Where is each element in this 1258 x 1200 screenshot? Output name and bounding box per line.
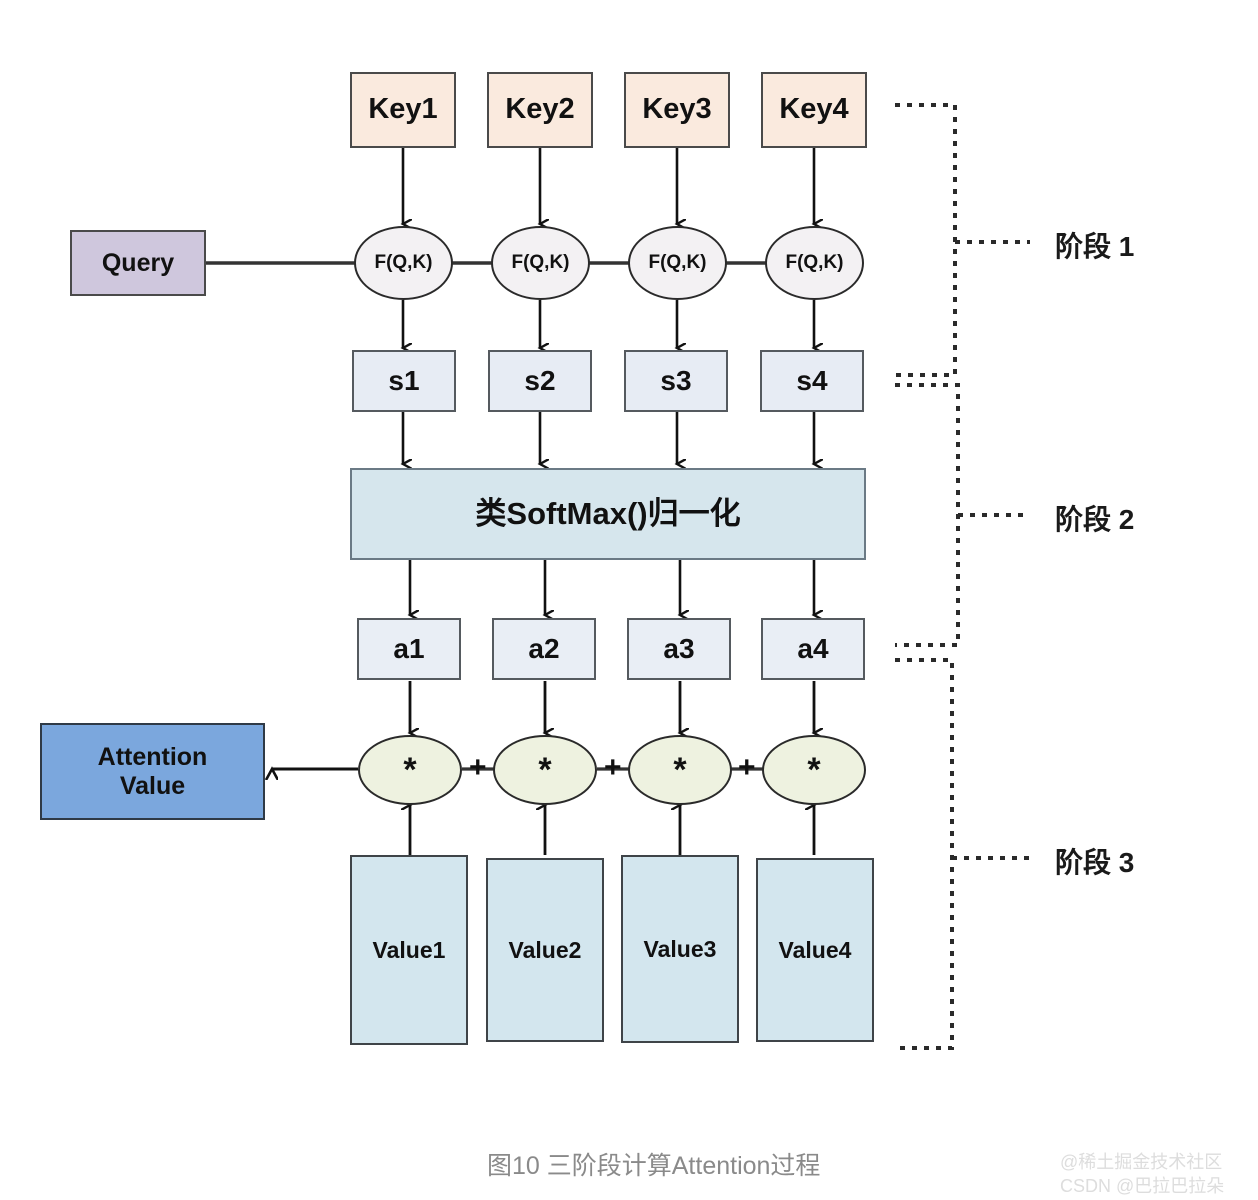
weight-box-1: a1 xyxy=(357,618,461,680)
similarity-function-2: F(Q,K) xyxy=(491,226,590,300)
similarity-function-label: F(Q,K) xyxy=(648,252,707,273)
weight-label: a4 xyxy=(797,632,829,664)
softmax-to-weight-arrows xyxy=(410,560,814,615)
query-label: Query xyxy=(101,248,175,277)
watermark: @稀土掘金技术社区 CSDN @巴拉巴拉朵 xyxy=(1060,1150,1224,1199)
figure-caption: 图10 三阶段计算Attention过程 xyxy=(487,1146,820,1182)
similarity-function-label: F(Q,K) xyxy=(511,252,570,273)
score-box-2: s2 xyxy=(488,350,592,412)
stage-label-text: 阶段 2 xyxy=(1055,504,1135,535)
similarity-function-1: F(Q,K) xyxy=(354,226,453,300)
attention-value-line2: Value xyxy=(119,771,186,800)
value-box-3: Value3 xyxy=(621,855,739,1043)
key-label: Key1 xyxy=(368,93,438,126)
stage-2-bracket xyxy=(895,383,1030,647)
key-box-1: Key1 xyxy=(350,72,456,148)
multiply-node-1: * xyxy=(358,735,462,805)
score-label: s4 xyxy=(796,364,828,396)
value-label: Value4 xyxy=(778,936,852,963)
watermark-line-1: @稀土掘金技术社区 xyxy=(1060,1152,1223,1172)
stage-label-1: 阶段 1 xyxy=(1055,225,1134,265)
score-to-softmax-arrows xyxy=(403,412,814,464)
value-label: Value3 xyxy=(643,935,717,962)
similarity-function-3: F(Q,K) xyxy=(628,226,727,300)
softmax-label: 类SoftMax()归一化 xyxy=(475,496,741,532)
similarity-function-label: F(Q,K) xyxy=(785,252,844,273)
value-label: Value1 xyxy=(372,936,446,963)
add-sign-2: + xyxy=(604,753,622,783)
weight-label: a3 xyxy=(663,632,695,664)
value-box-4: Value4 xyxy=(756,858,874,1042)
key-box-3: Key3 xyxy=(624,72,730,148)
add-sign-label: + xyxy=(604,751,622,784)
score-label: s3 xyxy=(660,364,692,396)
multiply-label: * xyxy=(673,750,687,789)
multiply-node-3: * xyxy=(628,735,732,805)
weight-label: a2 xyxy=(528,632,560,664)
add-sign-1: + xyxy=(469,753,487,783)
multiply-label: * xyxy=(403,750,417,789)
score-label: s1 xyxy=(388,364,420,396)
score-box-3: s3 xyxy=(624,350,728,412)
similarity-function-label: F(Q,K) xyxy=(374,252,433,273)
score-box-4: s4 xyxy=(760,350,864,412)
weight-to-multiply-arrows xyxy=(410,681,814,733)
add-sign-label: + xyxy=(738,751,756,784)
figure-caption-text: 图10 三阶段计算Attention过程 xyxy=(487,1152,821,1180)
softmax-normalization-box: 类SoftMax()归一化 xyxy=(350,468,866,560)
key-to-fqk-arrows xyxy=(403,148,814,224)
key-label: Key4 xyxy=(779,93,849,126)
multiply-node-2: * xyxy=(493,735,597,805)
stage-label-text: 阶段 1 xyxy=(1055,231,1135,262)
weight-box-4: a4 xyxy=(761,618,865,680)
weight-box-3: a3 xyxy=(627,618,731,680)
watermark-line-2: CSDN @巴拉巴拉朵 xyxy=(1060,1176,1225,1197)
stage-1-bracket xyxy=(895,103,1030,377)
stage-label-text: 阶段 3 xyxy=(1055,847,1135,878)
attention-value-box: Attention Value xyxy=(40,723,265,820)
weight-label: a1 xyxy=(393,632,425,664)
value-box-2: Value2 xyxy=(486,858,604,1042)
stage-3-bracket xyxy=(895,658,1030,1050)
key-label: Key3 xyxy=(642,93,712,126)
multiply-label: * xyxy=(538,750,552,789)
add-sign-label: + xyxy=(469,751,487,784)
value-box-1: Value1 xyxy=(350,855,468,1045)
multiply-node-4: * xyxy=(762,735,866,805)
key-label: Key2 xyxy=(505,93,575,126)
multiply-label: * xyxy=(807,750,821,789)
similarity-function-4: F(Q,K) xyxy=(765,226,864,300)
weight-box-2: a2 xyxy=(492,618,596,680)
fqk-to-score-arrows xyxy=(403,300,814,348)
stage-label-3: 阶段 3 xyxy=(1055,841,1134,881)
attention-value-line1: Attention xyxy=(97,742,208,771)
add-sign-3: + xyxy=(738,753,756,783)
value-to-multiply-arrows xyxy=(410,805,814,855)
key-box-2: Key2 xyxy=(487,72,593,148)
key-box-4: Key4 xyxy=(761,72,867,148)
stage-label-2: 阶段 2 xyxy=(1055,498,1134,538)
score-label: s2 xyxy=(524,364,556,396)
score-box-1: s1 xyxy=(352,350,456,412)
query-box: Query xyxy=(70,230,206,296)
value-label: Value2 xyxy=(508,936,582,963)
